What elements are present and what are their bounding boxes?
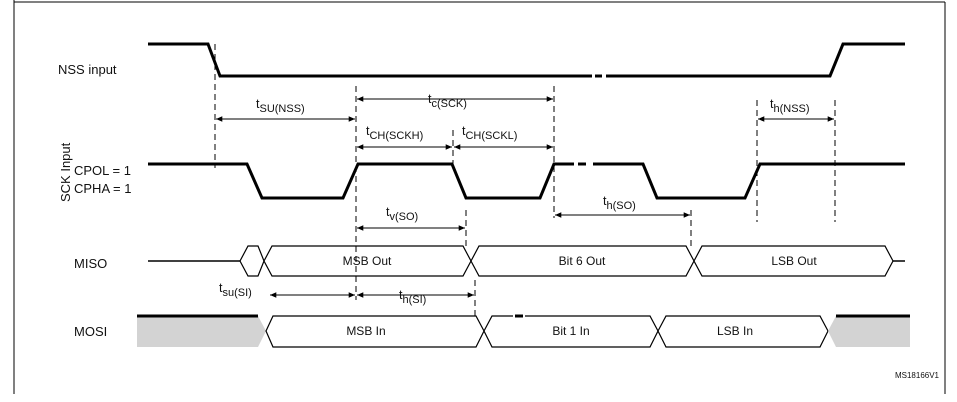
miso-field-bit6-out-text: Bit 6 Out (559, 254, 606, 268)
label-tch-sckl: tCH(SCKL) (462, 124, 517, 142)
cpha-label: CPHA = 1 (74, 181, 131, 196)
mosi-undefined-end (828, 316, 910, 347)
nss-waveform-resume (606, 42, 905, 78)
label-th-so: th(SO) (603, 194, 636, 212)
miso-label: MISO (74, 256, 107, 271)
label-tch-sckh: tCH(SCKH) (366, 124, 423, 142)
label-tsu-si: tsu(SI) (219, 281, 252, 299)
mosi-field-msb-in-text: MSB In (346, 324, 385, 338)
label-tsu-nss: tSU(NSS) (256, 97, 305, 115)
figure-reference: MS18166V1 (895, 371, 940, 380)
sck-input-label: SCK Input (58, 142, 73, 202)
mosi-field-lsb-in-text: LSB In (717, 324, 753, 338)
label-th-si: th(SI) (399, 288, 426, 306)
cpol-label: CPOL = 1 (74, 163, 131, 178)
mosi-label: MOSI (74, 324, 107, 339)
miso-field-msb-out-text: MSB Out (343, 254, 392, 268)
figure-border (13, 0, 946, 394)
miso-transition-x (239, 245, 265, 277)
nss-waveform (148, 42, 592, 78)
label-tv-so: tv(SO) (386, 205, 418, 223)
label-tc-sck: tc(SCK) (428, 92, 467, 110)
sck-waveform (148, 162, 574, 200)
sck-waveform-resume (593, 162, 905, 200)
miso-field-lsb-out-text: LSB Out (771, 254, 817, 268)
label-th-nss: th(NSS) (770, 97, 810, 115)
mosi-field-bit1-in-text: Bit 1 In (552, 324, 589, 338)
mosi-undefined-start (137, 316, 266, 347)
nss-input-label: NSS input (58, 62, 117, 77)
